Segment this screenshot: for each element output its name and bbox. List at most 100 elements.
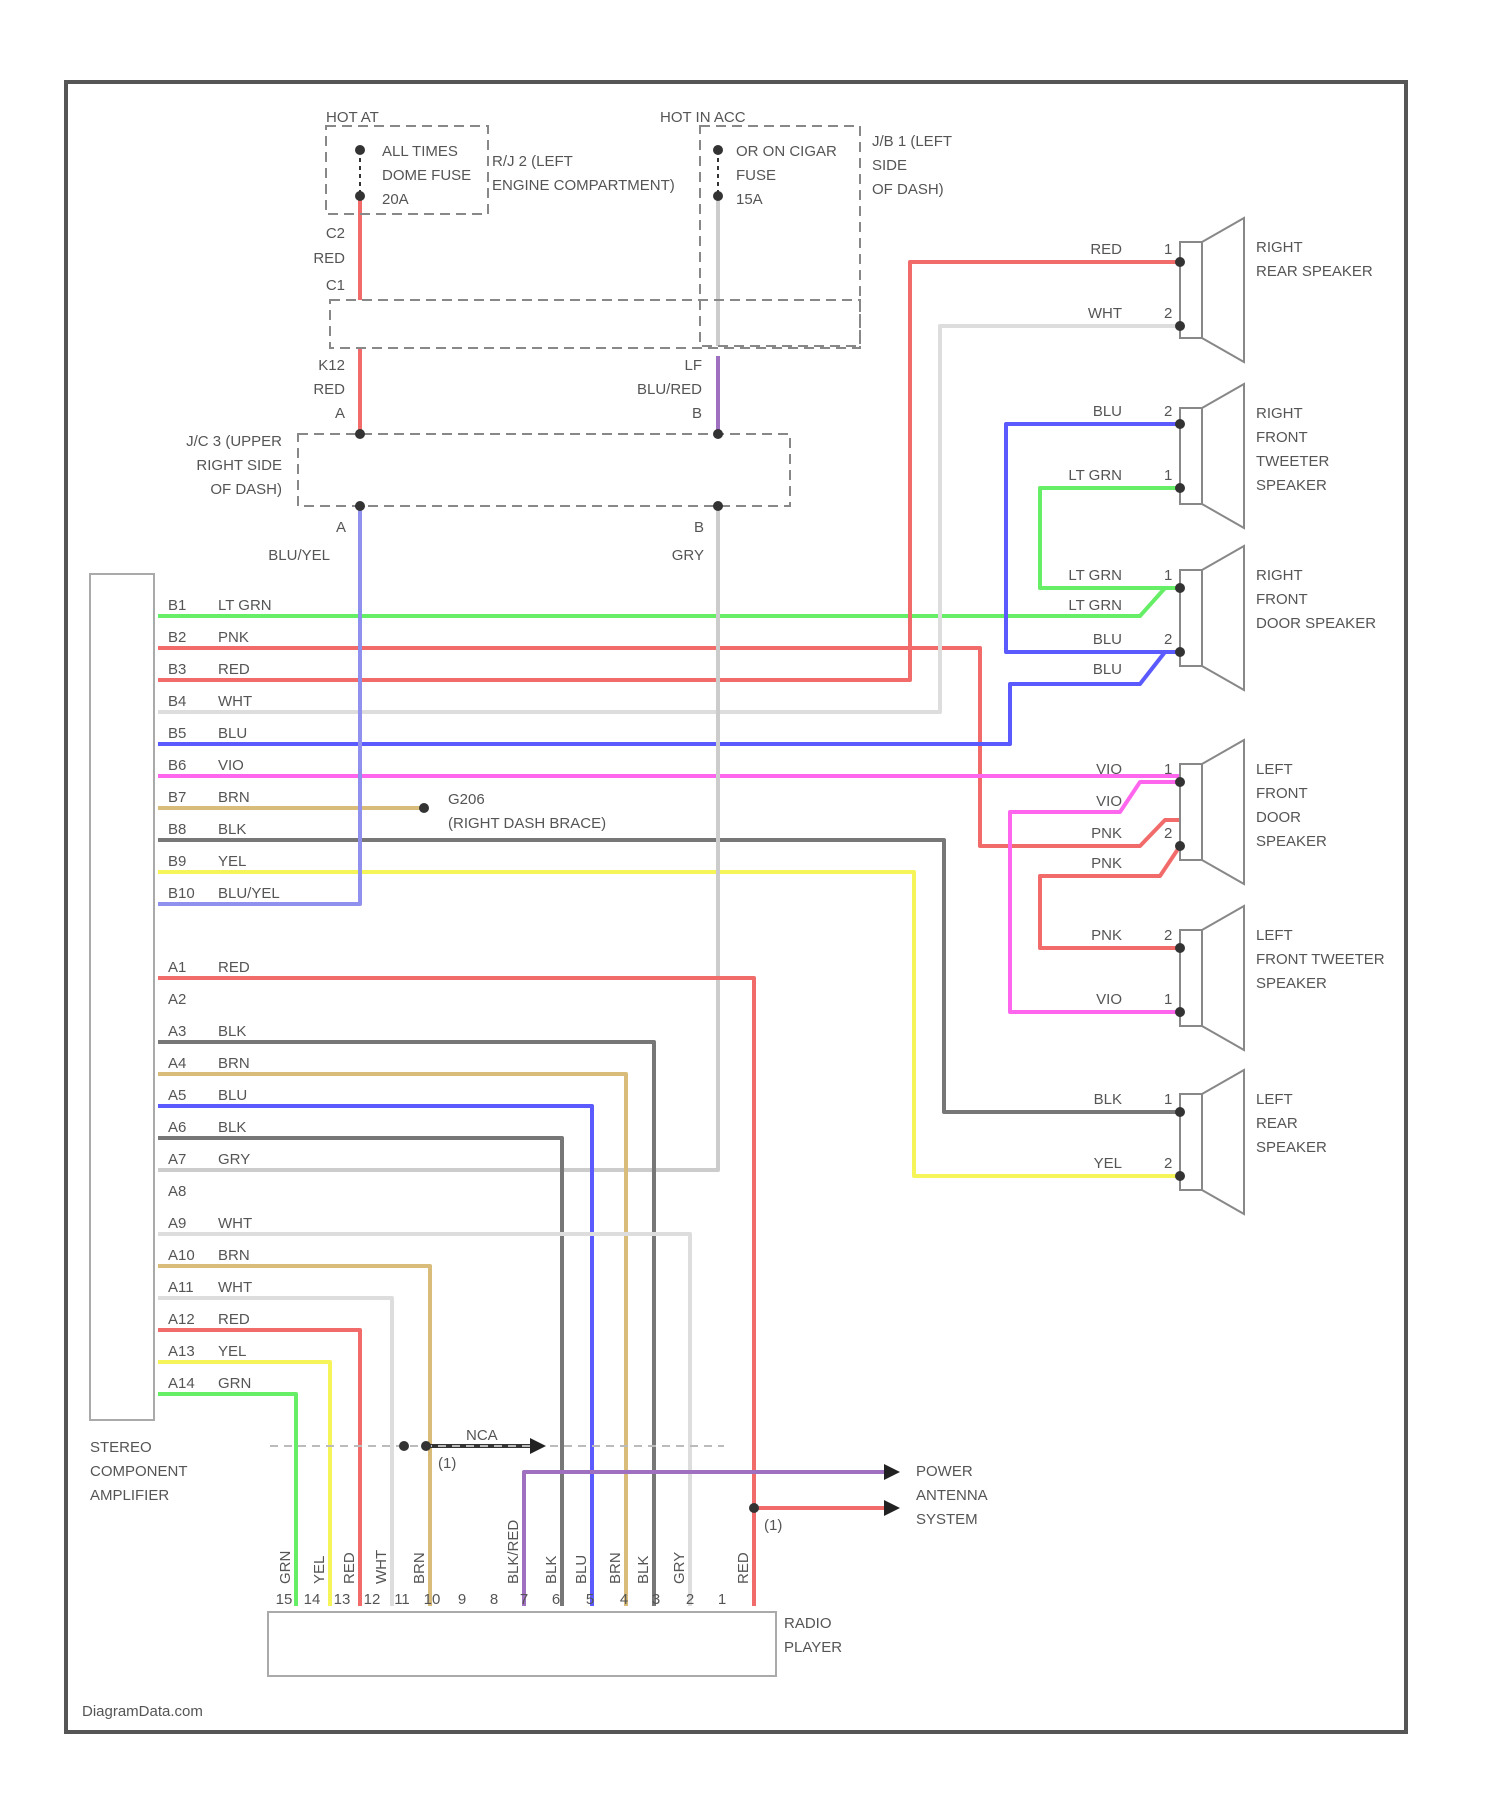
radio-wire-label: GRN [277, 1551, 294, 1584]
amp-wire-label: RED [218, 661, 250, 678]
speaker-name: SPEAKER [1256, 833, 1327, 850]
speaker-wire-label: PNK [1091, 927, 1122, 944]
wire-b2-pnk [158, 648, 1180, 846]
amp-pin-b9: B9 [168, 853, 186, 870]
speaker-name: RIGHT [1256, 567, 1303, 584]
amp-wire-label: BRN [218, 1055, 250, 1072]
jc-terminal-dot [713, 501, 723, 511]
amp-pin-b1: B1 [168, 597, 186, 614]
amp-wire-label: WHT [218, 1279, 252, 1296]
amp-wire-label: BLU [218, 1087, 247, 1104]
connector-c1-box [330, 300, 860, 348]
amp-pin-a6: A6 [168, 1119, 186, 1136]
speaker-pin: 1 [1164, 991, 1172, 1008]
fuse1-desc: ALL TIMES [382, 143, 458, 160]
speaker-wire-label: BLK [1094, 1091, 1122, 1108]
speaker-wire-label: LT GRN [1068, 597, 1122, 614]
radio-wire-label: BLK/RED [505, 1520, 522, 1584]
speaker-name: SPEAKER [1256, 477, 1327, 494]
wire-a14-grn [158, 1394, 296, 1606]
amp-pin-b3: B3 [168, 661, 186, 678]
speaker-wire-label: YEL [1094, 1155, 1122, 1172]
speaker-name: RIGHT [1256, 239, 1303, 256]
speaker-wire-label: LT GRN [1068, 567, 1122, 584]
speaker-name: FRONT [1256, 785, 1308, 802]
fuse-terminal-dot [355, 145, 365, 155]
amp-wire-label: YEL [218, 1343, 246, 1360]
speaker-pin: 1 [1164, 567, 1172, 584]
speaker-cone-icon [1202, 384, 1244, 528]
speaker-name: RIGHT [1256, 405, 1303, 422]
speaker-pin: 1 [1164, 467, 1172, 484]
fuse2-location: OF DASH) [872, 181, 944, 198]
amp-wire-label: WHT [218, 1215, 252, 1232]
amp-pin-a2: A2 [168, 991, 186, 1008]
amplifier-label: AMPLIFIER [90, 1487, 169, 1504]
speaker-terminal [1175, 777, 1185, 787]
splice-dot [421, 1441, 431, 1451]
radio-wire-label: BLK [635, 1556, 652, 1584]
speaker-wire-label: RED [1090, 241, 1122, 258]
ground-g206 [419, 803, 429, 813]
fuse2-desc: FUSE [736, 167, 776, 184]
amp-wire-label: RED [218, 959, 250, 976]
radio-pin: 2 [686, 1591, 694, 1608]
radio-pin: 9 [458, 1591, 466, 1608]
conn-c2: C2 [326, 225, 345, 242]
amp-wire-label: VIO [218, 757, 244, 774]
amp-wire-label: RED [218, 1311, 250, 1328]
speaker-wire-label: LT GRN [1068, 467, 1122, 484]
amp-wire-label: PNK [218, 629, 249, 646]
fuse-terminal-dot [355, 191, 365, 201]
jc-terminal-dot [713, 429, 723, 439]
radio-wire-label: BLU [573, 1555, 590, 1584]
speaker-pin: 2 [1164, 927, 1172, 944]
speaker-name: TWEETER [1256, 453, 1329, 470]
conn-lf: LF [684, 357, 702, 374]
radio-pin: 10 [424, 1591, 441, 1608]
speaker-terminal [1175, 321, 1185, 331]
speaker-name: LEFT [1256, 1091, 1293, 1108]
speaker-terminal [1175, 1107, 1185, 1117]
wire-layer [158, 200, 1180, 1606]
arrow-icon [884, 1464, 900, 1480]
wire-label-gry: GRY [672, 547, 704, 564]
diagram-frame [66, 82, 1406, 1732]
amplifier-label: STEREO [90, 1439, 152, 1456]
speaker-pin: 1 [1164, 1091, 1172, 1108]
radio-wire-label: BRN [607, 1552, 624, 1584]
speaker-name: SPEAKER [1256, 1139, 1327, 1156]
amp-pin-b7: B7 [168, 789, 186, 806]
speaker-terminal [1175, 647, 1185, 657]
speaker-pin: 2 [1164, 403, 1172, 420]
radio-pin: 7 [520, 1591, 528, 1608]
speaker-pin: 1 [1164, 761, 1172, 778]
fuse2-desc: 15A [736, 191, 763, 208]
splice-dot [749, 1503, 759, 1513]
fuse-terminal-dot [713, 191, 723, 201]
component-layer [66, 82, 1406, 1732]
amp-wire-label: BLK [218, 821, 246, 838]
speaker-terminal [1175, 943, 1185, 953]
amp-wire-label: YEL [218, 853, 246, 870]
conn-c1: C1 [326, 277, 345, 294]
amp-pin-b8: B8 [168, 821, 186, 838]
speaker-wire-label: BLU [1093, 403, 1122, 420]
radio-pin: 14 [304, 1591, 321, 1608]
jc3-label: J/C 3 (UPPER [186, 433, 282, 450]
speaker-pin: 1 [1164, 241, 1172, 258]
speaker-name: FRONT [1256, 429, 1308, 446]
speaker-cone-icon [1202, 740, 1244, 884]
pin-b: B [694, 519, 704, 536]
amp-wire-label: GRN [218, 1375, 251, 1392]
radio-wire-label: BLK [543, 1556, 560, 1584]
splice-label: (1) [764, 1517, 782, 1534]
amp-pin-b6: B6 [168, 757, 186, 774]
speaker-wire-label: PNK [1091, 855, 1122, 872]
speaker-pin: 2 [1164, 631, 1172, 648]
speaker-cone-icon [1202, 1070, 1244, 1214]
fuse-terminal-dot [713, 145, 723, 155]
power-antenna-label: POWER [916, 1463, 973, 1480]
splice-label: (1) [438, 1455, 456, 1472]
